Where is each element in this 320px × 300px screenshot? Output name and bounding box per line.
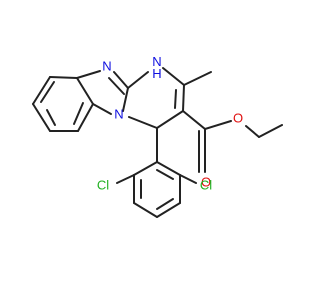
atom-labels: N H N N O O Cl Cl (97, 54, 243, 193)
atom-n-imine: N (102, 59, 111, 74)
atom-nh-hydrogen: H (152, 66, 161, 81)
atom-cl-left: Cl (97, 178, 109, 193)
atom-cl-right: Cl (200, 178, 212, 193)
molecule-structure-diagram: N H N N O O Cl Cl (32, 54, 283, 218)
atom-o-ester: O (233, 111, 243, 126)
atom-nh-label: N (152, 54, 161, 69)
atom-nh: N (152, 54, 161, 69)
atom-n-bridge: N (114, 107, 123, 122)
atom-nh-h-label: H (152, 66, 161, 81)
bond-lines (32, 67, 283, 218)
atom-o-carbonyl: O (201, 175, 211, 190)
